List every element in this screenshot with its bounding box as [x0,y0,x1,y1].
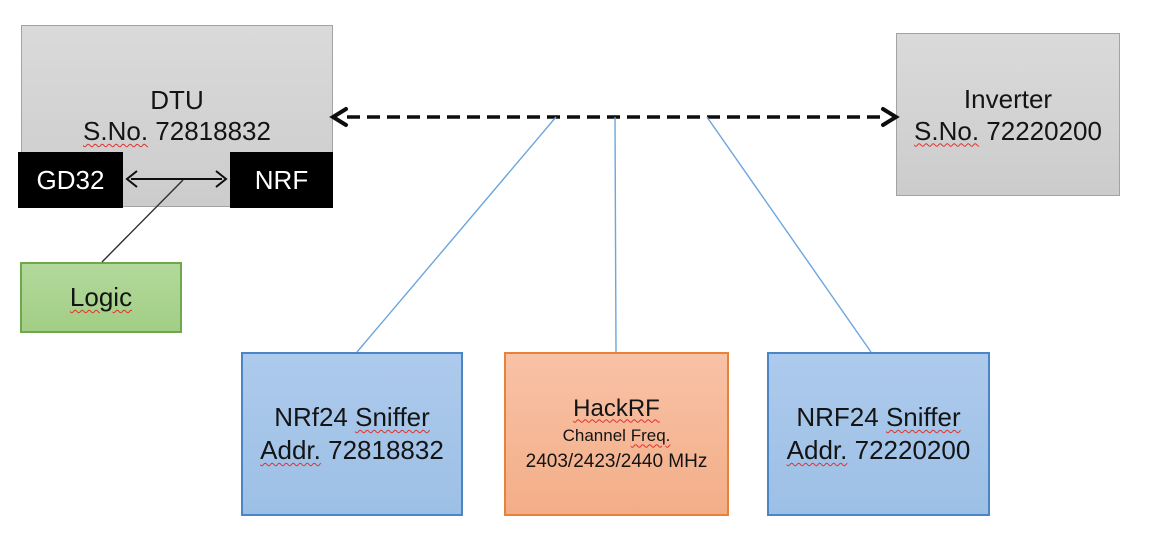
sniffer-right-addr-value: 72220200 [854,435,971,465]
sniffer-right-title-prefix: NRF24 [796,402,879,432]
gd32-chip: GD32 [18,152,123,208]
inverter-title: Inverter [963,83,1053,114]
rf-link-arrowhead-right [881,107,900,127]
nrf-chip: NRF [230,152,333,208]
sniffer-right-box: NRF24 Sniffer Addr. 72220200 [767,352,990,516]
tap-line-sniffer-left [356,116,557,353]
hackrf-channels: 2403/2423/2440 MHz [525,450,708,472]
tap-line-sniffer-right [706,116,872,353]
inverter-serial: S.No. 72220200 [914,115,1102,147]
inverter-box: Inverter S.No. 72220200 [896,33,1120,196]
sniffer-right-addr: Addr. 72220200 [787,434,971,467]
hackrf-subtitle-word: Freq. [630,425,671,445]
logic-box: Logic [20,262,182,333]
sniffer-right-addr-label: Addr. [786,435,848,465]
hackrf-subtitle: Channel Freq. [563,424,671,448]
logic-label: Logic [69,282,133,312]
rf-link-arrowhead-left [329,107,348,127]
sniffer-left-title-prefix: NRf24 [274,402,348,432]
dtu-serial-label: S.No. [83,116,149,146]
sniffer-left-title: NRf24 Sniffer [274,401,430,434]
inverter-serial-label: S.No. [914,115,980,146]
dtu-serial-value: 72818832 [155,116,271,146]
sniffer-left-title-word: Sniffer [355,402,430,432]
hackrf-title: HackRF [573,394,660,422]
hackrf-box: HackRF Channel Freq. 2403/2423/2440 MHz [504,352,729,516]
gd32-label: GD32 [36,164,105,195]
nrf-label: NRF [254,164,309,195]
sniffer-left-box: NRf24 Sniffer Addr. 72818832 [241,352,463,516]
sniffer-left-addr-label: Addr. [260,435,321,465]
sniffer-right-title: NRF24 Sniffer [796,401,960,434]
sniffer-left-addr: Addr. 72818832 [260,434,444,467]
dtu-serial: S.No. 72818832 [83,116,271,147]
dtu-title: DTU [150,85,204,115]
sniffer-right-title-word: Sniffer [885,402,961,432]
sniffer-left-addr-value: 72818832 [328,435,444,465]
hackrf-subtitle-prefix: Channel [562,425,626,445]
tap-line-hackrf [614,116,617,353]
inverter-serial-value: 72220200 [986,115,1102,146]
